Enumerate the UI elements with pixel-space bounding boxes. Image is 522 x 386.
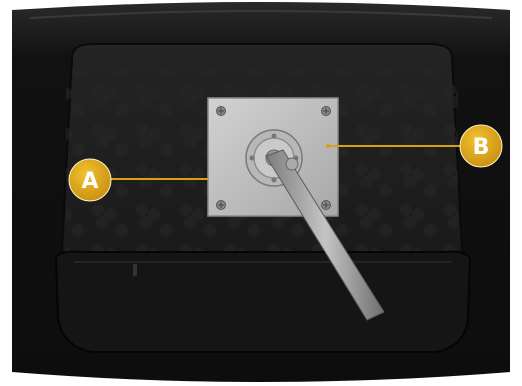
screw-icon	[217, 107, 226, 116]
callout-b-leader-dot	[326, 144, 330, 148]
port-slot	[133, 264, 137, 276]
screw-icon	[322, 201, 331, 210]
arm-joint	[286, 158, 298, 170]
callout-a-label: A	[81, 169, 98, 194]
callout-b-label: B	[473, 135, 490, 160]
callout-b: B	[460, 125, 502, 167]
screw-icon	[217, 201, 226, 210]
lower-housing	[56, 252, 470, 352]
callout-a: A	[69, 159, 111, 201]
screw-icon	[322, 107, 331, 116]
